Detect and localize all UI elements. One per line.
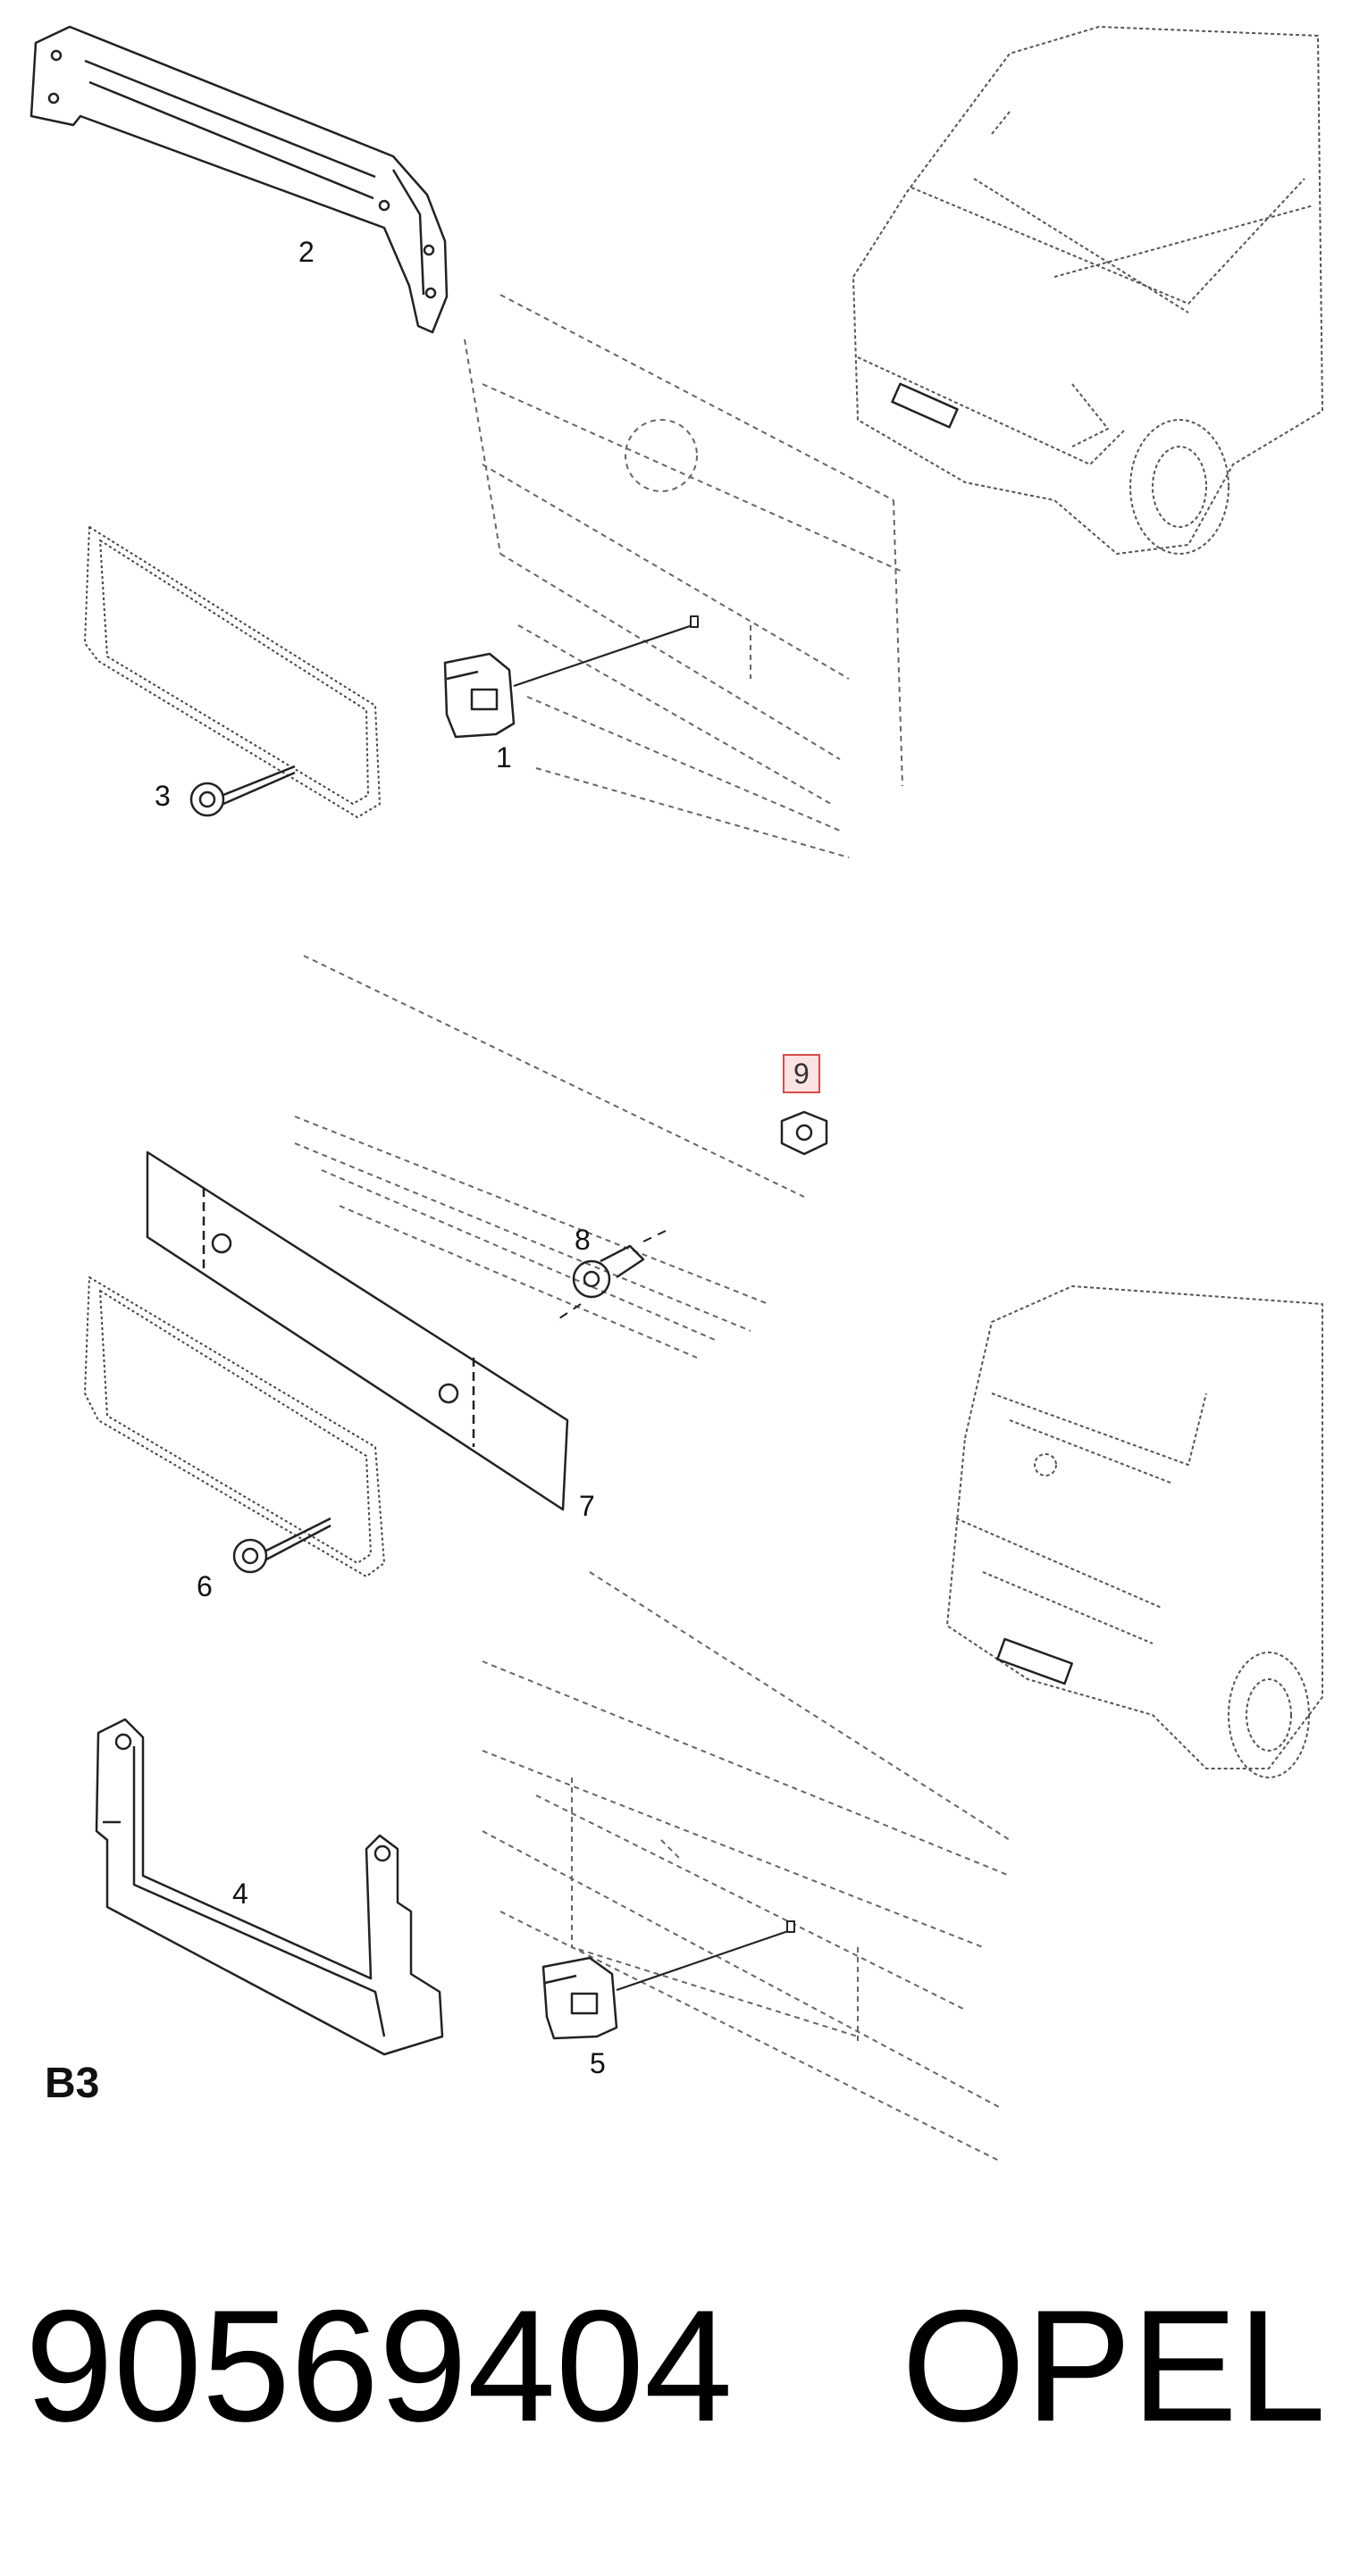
part-number: 90569404 — [25, 2277, 733, 2455]
front-clip-part-1 — [443, 652, 516, 739]
rear-panel-outline — [294, 955, 805, 1359]
front-bumper-outline — [464, 294, 903, 858]
callout-8: 8 — [575, 1224, 591, 1256]
rear-plate-marker — [996, 1637, 1073, 1685]
footer: 90569404 OPEL — [25, 2287, 1326, 2447]
callout-3: 3 — [155, 780, 171, 812]
screw-part-6 — [232, 1517, 331, 1574]
callout-9-highlighted: 9 — [783, 1054, 820, 1093]
rear-car-outline — [946, 1285, 1323, 1778]
front-bracket-part-2 — [29, 25, 449, 334]
screw-part-3 — [189, 765, 296, 817]
plate-holder-part-7 — [146, 1150, 569, 1511]
rivet-part-8 — [572, 1244, 645, 1299]
callout-4: 4 — [232, 1878, 248, 1910]
rear-bracket-part-4 — [95, 1718, 444, 2056]
callout-6: 6 — [197, 1570, 213, 1602]
rear-bumper-outline — [482, 1571, 1011, 2162]
brand-name: OPEL — [902, 2277, 1326, 2455]
front-plate-marker — [891, 382, 959, 429]
callout-5: 5 — [590, 2047, 606, 2079]
rear-clip-part-5 — [541, 1956, 618, 2040]
front-plate-outline — [84, 526, 381, 818]
callout-7: 7 — [579, 1490, 595, 1522]
rear-plate-outline — [84, 1276, 385, 1577]
front-car-outline — [852, 26, 1323, 555]
callout-2: 2 — [298, 236, 315, 268]
callout-1: 1 — [496, 741, 512, 774]
nut-part-9 — [780, 1110, 828, 1156]
section-code: B3 — [45, 2060, 100, 2107]
